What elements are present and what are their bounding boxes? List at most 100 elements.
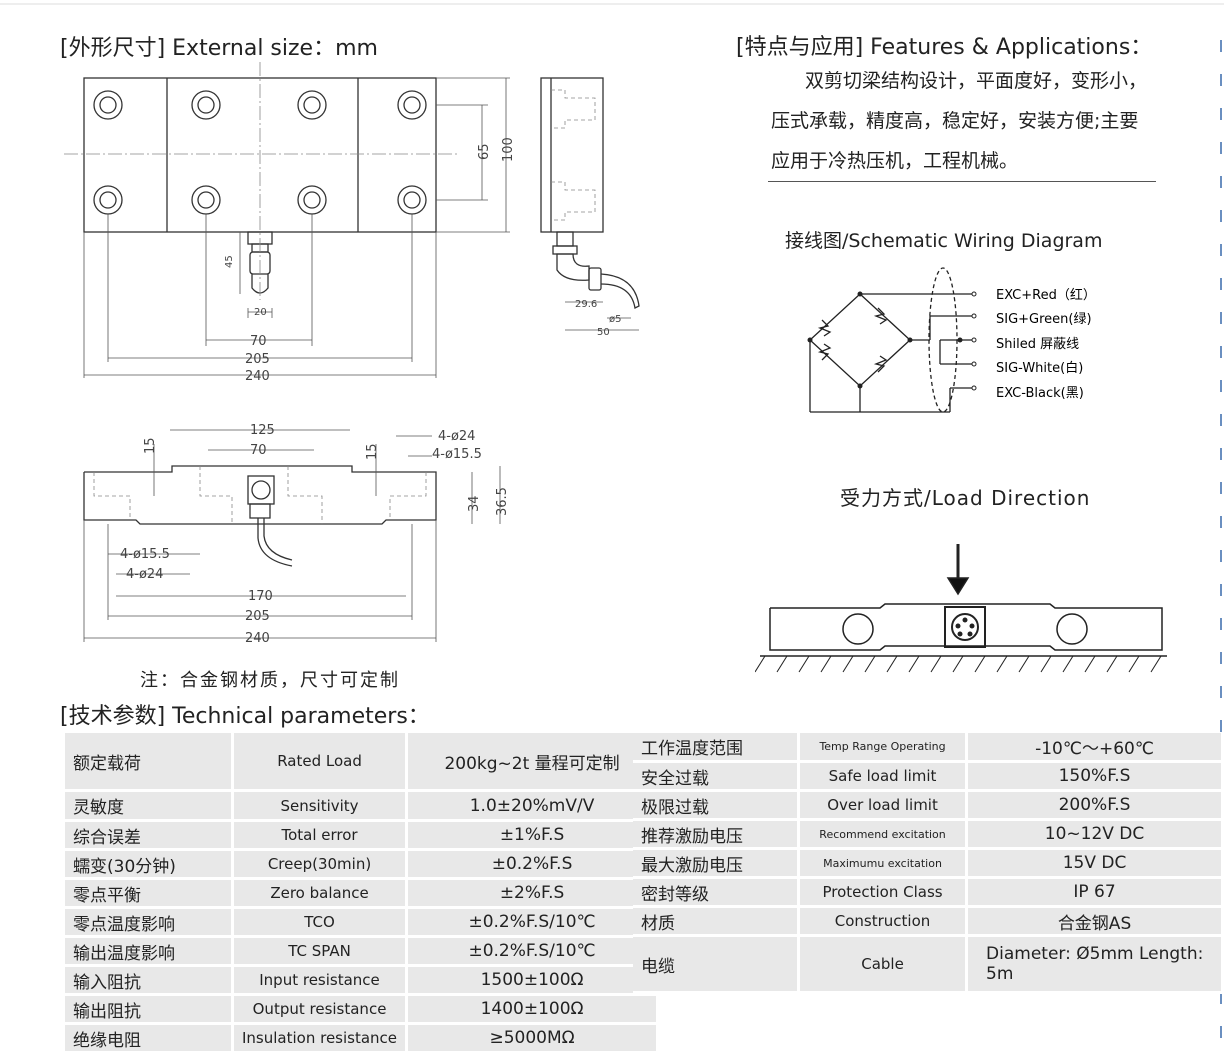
- cell-en: Maximumu excitation: [800, 850, 969, 879]
- cell-cn: 输出阻抗: [65, 996, 234, 1025]
- wire-sig-white: SIG-White(白): [996, 360, 1083, 376]
- cell-cn: 极限过载: [633, 792, 801, 821]
- cell-val: 150%F.S: [968, 763, 1224, 792]
- cell-en: Cable: [800, 937, 969, 994]
- cell-val: 1.0±20%mV/V: [408, 792, 660, 822]
- cell-cn: 密封等级: [633, 879, 801, 908]
- cell-en: Rated Load: [234, 733, 409, 792]
- dim-50: 50: [597, 327, 610, 338]
- cell-en: Input resistance: [234, 967, 409, 996]
- dim-15-right: 15: [365, 443, 380, 460]
- dim-36-5: 36.5: [495, 487, 510, 516]
- load-direction-title: 受力方式/Load Direction: [840, 486, 1091, 510]
- cell-cn: 输入阻抗: [65, 967, 234, 996]
- cell-cn: 零点温度影响: [65, 909, 234, 938]
- dim-100: 100: [501, 137, 516, 162]
- side-view-drawing: 29.6 ø5 50: [540, 77, 640, 338]
- cell-en: Creep(30min): [234, 851, 409, 880]
- cell-val: 200%F.S: [968, 792, 1224, 821]
- cell-val: 200kg~2t 量程可定制: [408, 733, 660, 792]
- features-heading: [特点与应用] Features & Applications：: [736, 35, 1153, 60]
- wire-exc-black: EXC-Black(黑): [996, 386, 1084, 401]
- wiring-diagram: EXC+Red（红） SIG+Green(绿) Shiled 屏蔽线 SIG-W…: [807, 267, 1096, 413]
- wheatstone-bridge: [809, 293, 911, 387]
- cell-en: TCO: [234, 909, 409, 938]
- dim-65: 65: [477, 143, 492, 160]
- dim-15-left: 15: [143, 437, 158, 454]
- features-line-2: 压式承载，精度高，稳定好，安装方便;主要: [771, 110, 1139, 132]
- cell-cn: 安全过载: [633, 763, 801, 792]
- cell-val: ≥5000MΩ: [408, 1025, 660, 1054]
- wire-exc-red: EXC+Red（红）: [996, 287, 1096, 303]
- wiring-title: 接线图/Schematic Wiring Diagram: [785, 230, 1103, 252]
- dim-240: 240: [245, 369, 270, 384]
- load-direction-diagram: [755, 544, 1167, 673]
- cell-cn: 材质: [633, 908, 801, 937]
- features-divider: [768, 181, 1156, 182]
- dim-4-phi24-bottom: 4-ø24: [126, 567, 163, 582]
- dim-4-phi24-top: 4-ø24: [438, 429, 475, 444]
- dim-4-phi15-5-bottom: 4-ø15.5: [120, 547, 170, 562]
- top-view-drawing: 65 100 45 20 70 205 240: [64, 62, 516, 384]
- cell-en: Safe load limit: [800, 763, 969, 792]
- dim-front-205: 205: [245, 609, 270, 624]
- cell-en: Output resistance: [234, 996, 409, 1025]
- wire-sig-green: SIG+Green(绿): [996, 312, 1092, 327]
- dim-cable-diameter: ø5: [609, 314, 621, 325]
- cell-cn: 综合误差: [65, 822, 234, 851]
- cell-val: ±0.2%F.S/10℃: [408, 909, 660, 938]
- dim-4-phi15-5-top: 4-ø15.5: [432, 447, 482, 462]
- dim-205: 205: [245, 352, 270, 367]
- cell-cn: 最大激励电压: [633, 850, 801, 879]
- cell-val: ±1%F.S: [408, 822, 660, 851]
- dim-34: 34: [467, 495, 482, 512]
- cell-en: TC SPAN: [234, 938, 409, 967]
- cell-val: IP 67: [968, 879, 1224, 908]
- cell-en: Zero balance: [234, 880, 409, 909]
- cell-cn: 零点平衡: [65, 880, 234, 909]
- cell-cn: 蠕变(30分钟): [65, 851, 234, 880]
- features-line-1: 双剪切梁结构设计，平面度好，变形小，: [805, 70, 1148, 92]
- cell-en: Over load limit: [800, 792, 969, 821]
- dim-29-6: 29.6: [575, 299, 597, 310]
- cell-val: 10~12V DC: [968, 821, 1224, 850]
- cell-val: ±2%F.S: [408, 880, 660, 909]
- cell-en: Sensitivity: [234, 792, 409, 822]
- table-row: 蠕变(30分钟)Creep(30min)±0.2%F.S: [65, 851, 660, 880]
- cell-val: Diameter: Ø5mm Length: 5m: [968, 937, 1224, 994]
- dim-170: 170: [248, 589, 273, 604]
- dim-70: 70: [250, 334, 267, 349]
- cell-val: -10℃～+60℃: [968, 733, 1224, 763]
- cell-val: 1500±100Ω: [408, 967, 660, 996]
- cell-en: Construction: [800, 908, 969, 937]
- material-note: 注：合金钢材质，尺寸可定制: [140, 670, 400, 691]
- external-size-heading: [外形尺寸] External size：mm: [60, 36, 378, 61]
- cell-val: ±0.2%F.S/10℃: [408, 938, 660, 967]
- cell-cn: 电缆: [633, 937, 801, 994]
- dim-front-240: 240: [245, 631, 270, 646]
- cell-cn: 额定载荷: [65, 733, 234, 792]
- cell-val: 合金钢AS: [968, 908, 1224, 937]
- dim-20: 20: [254, 307, 267, 318]
- cell-cn: 推荐激励电压: [633, 821, 801, 850]
- dim-front-70: 70: [250, 443, 267, 458]
- front-view-drawing: 125 70 15 15 4-ø24 4-ø15.5 34 36.5 4-ø15…: [83, 423, 510, 646]
- cell-val: 1400±100Ω: [408, 996, 660, 1025]
- features-line-3: 应用于冷热压机，工程机械。: [771, 150, 1019, 172]
